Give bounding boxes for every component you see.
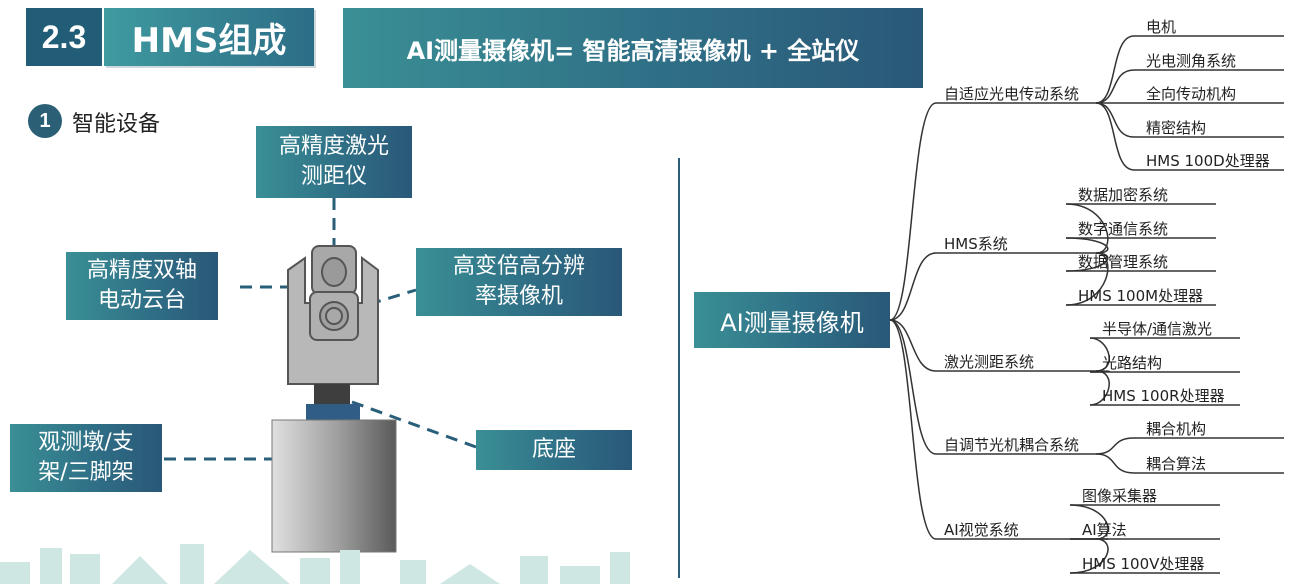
mindmap-child-connector (1089, 337, 1110, 372)
mindmap-child-connector (1095, 453, 1135, 474)
mindmap-child-connector (1065, 203, 1109, 254)
mindmap-child-label: 数字通信系统 (1078, 220, 1169, 238)
skyline-decoration (0, 544, 630, 584)
mindmap-child-label: 耦合算法 (1146, 455, 1207, 473)
vertical-divider (678, 158, 680, 578)
mindmap-branch-connector (889, 252, 937, 321)
mindmap-child-label: HMS 100V处理器 (1082, 555, 1205, 573)
section-number: 2.3 (26, 8, 102, 66)
mindmap-child-connector (1095, 35, 1135, 104)
mindmap-child-label: HMS 100R处理器 (1102, 387, 1225, 405)
mindmap-child-connector (1069, 504, 1109, 540)
mindmap-branch-connector (889, 102, 937, 321)
mindmap-child-label: HMS 100D处理器 (1146, 152, 1270, 170)
device-neck (314, 384, 350, 406)
mindmap-child-connector (1069, 538, 1109, 574)
mindmap-branch-label: 自适应光电传动系统 (944, 85, 1080, 103)
mindmap-branch-connector (889, 319, 937, 372)
device-base-pillar (271, 419, 397, 553)
mindmap-child-label: 耦合机构 (1146, 420, 1207, 438)
callout-mount: 观测墩/支 架/三脚架 (10, 424, 162, 492)
mindmap-child-label: 电机 (1146, 18, 1177, 36)
mindmap-child-connector (1095, 102, 1135, 138)
mindmap-child-connector (1095, 102, 1135, 171)
mindmap-child-label: 图像采集器 (1082, 487, 1158, 505)
mindmap-child-label: 半导体/通信激光 (1102, 320, 1213, 338)
mindmap-child-label: 光电测角系统 (1146, 52, 1237, 70)
subsection-number-badge: 1 (28, 104, 62, 138)
mindmap-branch-label: HMS系统 (944, 235, 1008, 253)
mindmap-child-label: 全向传动机构 (1146, 85, 1237, 103)
callout-camera: 高变倍高分辨 率摄像机 (416, 248, 622, 316)
mindmap-root: AI测量摄像机 (694, 292, 890, 348)
mindmap-child-label: 精密结构 (1146, 119, 1207, 137)
mindmap-branch-label: 自调节光机耦合系统 (944, 436, 1080, 454)
mindmap-child-connector (1095, 437, 1135, 455)
callout-base: 底座 (476, 430, 632, 470)
mindmap-child-connector (1089, 370, 1110, 406)
callout-gimbal: 高精度双轴 电动云台 (66, 252, 218, 320)
mindmap-child-label: 数据加密系统 (1078, 186, 1169, 204)
mindmap-child-label: 光路结构 (1102, 354, 1163, 372)
callout-rangefinder: 高精度激光 测距仪 (256, 126, 412, 198)
mindmap-branch-connector (889, 319, 937, 540)
mindmap-branch-label: AI视觉系统 (944, 521, 1019, 539)
subsection-title: 智能设备 (72, 112, 161, 137)
mindmap-child-connector (1065, 252, 1109, 306)
mindmap-child-connector (1095, 69, 1135, 104)
mindmap-child-label: 数据管理系统 (1078, 253, 1169, 271)
mindmap-branch-label: 激光测距系统 (944, 353, 1035, 371)
mindmap-child-label: AI算法 (1082, 521, 1127, 539)
section-title: HMS组成 (104, 8, 314, 66)
formula-banner: AI测量摄像机= 智能高清摄像机 + 全站仪 (343, 8, 923, 88)
device-mount-plate (306, 404, 360, 422)
mindmap-child-label: HMS 100M处理器 (1078, 287, 1204, 305)
mindmap-branch-connector (889, 319, 937, 455)
device-illustration (164, 198, 477, 553)
